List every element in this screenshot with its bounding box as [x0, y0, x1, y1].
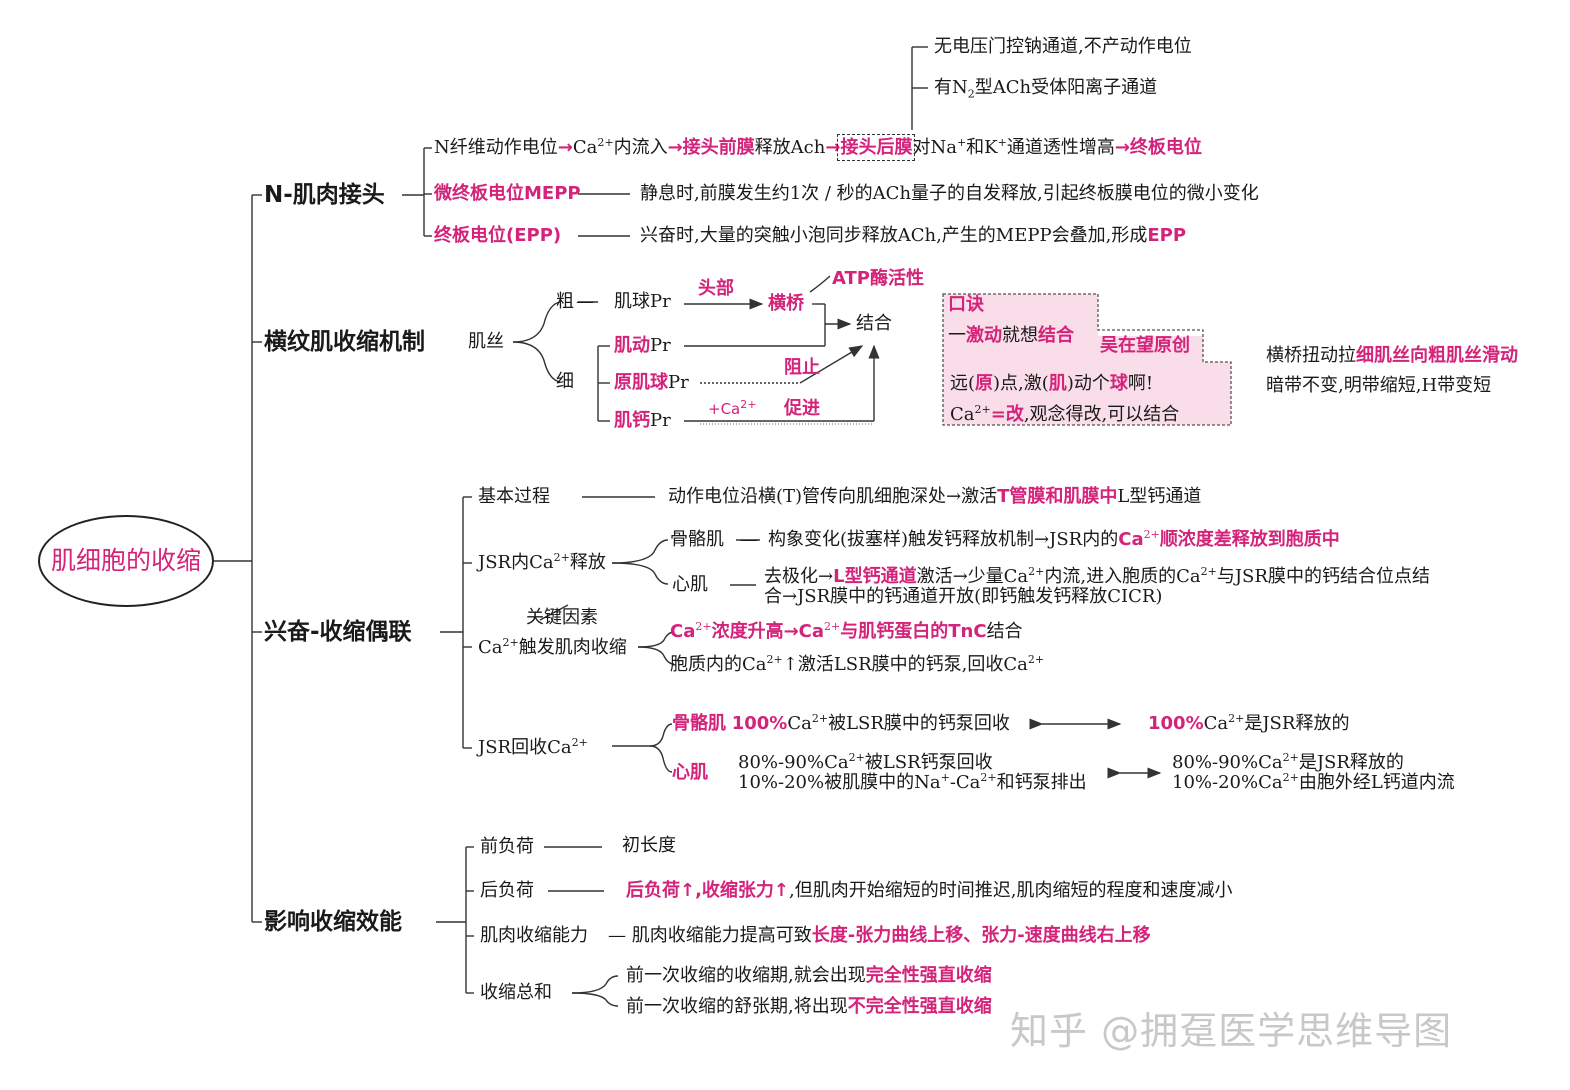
preload-label: 前负荷 [480, 836, 534, 857]
skeletal-recovery-source: 100%Ca2+是JSR释放的 [1148, 712, 1350, 734]
contractility-label: 肌肉收缩能力 [480, 925, 588, 946]
nmj-top-note-2: 有N2型ACh受体阳离子通道 [934, 77, 1158, 101]
calcium-trigger-2: 胞质内的Ca2+↑激活LSR膜中的钙泵,回收Ca2+ [670, 653, 1045, 675]
branch-mechanism[interactable]: 横纹肌收缩机制 [264, 329, 425, 355]
skeletal-leader: — [740, 529, 758, 550]
thick-filament-label: 粗 [556, 291, 574, 312]
summation-desc-1: 前一次收缩的收缩期,就会出现完全性强直收缩 [626, 965, 992, 986]
mnemonic-line-1: 一激动就想结合 [948, 325, 1074, 346]
skeletal-release-desc: 构象变化(拔塞样)触发钙释放机制→JSR内的Ca2+顺浓度差释放到胞质中 [768, 528, 1340, 550]
thin-filament-label: 细 [556, 371, 574, 392]
cardiac-recovery-source-2: 10%-20%Ca2+由胞外经L钙道内流 [1172, 771, 1455, 793]
mnemonic-title: 口诀 [948, 294, 984, 315]
branch-ec-coupling[interactable]: 兴奋-收缩偶联 [264, 619, 412, 645]
jsr-recovery-label: JSR回收Ca2+ [478, 736, 588, 758]
branch-efficiency[interactable]: 影响收缩效能 [264, 909, 402, 935]
cardiac-release-desc-2: 合→JSR膜中的钙通道开放(即钙触发钙释放CICR) [764, 586, 1163, 607]
skeletal-recovery: 骨骼肌 100%Ca2+被LSR膜中的钙泵回收 [672, 712, 1010, 734]
promote-label: 促进 [784, 398, 820, 419]
troponin-label: 肌钙Pr [614, 410, 671, 431]
epp-desc: 兴奋时,大量的突触小泡同步释放ACh,产生的MEPP会叠加,形成EPP [640, 225, 1187, 246]
mnemonic-author: 吴在望原创 [1100, 335, 1190, 356]
cardiac-recovery-2: 10%-20%被肌膜中的Na+-Ca2+和钙泵排出 [738, 771, 1087, 793]
summation-label: 收缩总和 [480, 982, 552, 1003]
postsynaptic-membrane-highlight: 接头后膜 [837, 134, 916, 161]
mnemonic-bg-mid [943, 336, 1203, 362]
preload-desc: 初长度 [622, 835, 676, 856]
mepp-desc: 静息时,前膜发生约1次 / 秒的ACh量子的自发释放,引起终板膜电位的微小变化 [640, 183, 1259, 204]
root-node[interactable]: 肌细胞的收缩 [38, 515, 214, 607]
mnemonic-line-3: 远(原)点,激(肌)动个球啊! [950, 373, 1154, 394]
nmj-top-note-1: 无电压门控钠通道,不产动作电位 [934, 36, 1192, 57]
calcium-trigger-label: Ca2+触发肌肉收缩 [478, 636, 627, 658]
jsr-release-label: JSR内Ca2+释放 [478, 551, 606, 573]
band-note: 暗带不变,明带缩短,H带变短 [1266, 375, 1492, 396]
filament-label: 肌丝 [468, 331, 504, 352]
epp-label: 终板电位(EPP) [434, 225, 562, 246]
calcium-trigger-1: Ca2+浓度升高→Ca2+与肌钙蛋白的TnC结合 [670, 620, 1023, 642]
calcium-plus-label: +Ca2+ [708, 398, 757, 418]
thick-leader: — [576, 291, 594, 312]
sliding-note: 横桥扭动拉细肌丝向粗肌丝滑动 [1266, 345, 1518, 366]
afterload-label: 后负荷 [480, 880, 534, 901]
block-label: 阻止 [784, 357, 820, 378]
basic-process-desc: 动作电位沿横(T)管传向肌细胞深处→激活T管膜和肌膜中L型钙通道 [668, 486, 1202, 507]
mepp-label: 微终板电位MEPP [434, 183, 581, 204]
mnemonic-bg-bottom [943, 362, 1231, 425]
actin-label: 肌动Pr [614, 335, 671, 356]
mnemonic-bg-top [943, 294, 1098, 336]
crossbridge-label: 横桥 [768, 293, 804, 314]
cardiac-recovery-1: 80%-90%Ca2+被LSR钙泵回收 [738, 751, 993, 773]
head-label: 头部 [698, 278, 734, 299]
cardiac-recovery-source-1: 80%-90%Ca2+是JSR释放的 [1172, 751, 1404, 773]
myosin-label: 肌球Pr [614, 291, 671, 312]
atpase-label: ATP酶活性 [832, 268, 925, 289]
cardiac-label: 心肌 [672, 574, 708, 595]
branch-nmj[interactable]: N-肌肉接头 [264, 182, 385, 208]
tropomyosin-label: 原肌球Pr [614, 372, 689, 393]
cardiac-release-desc-1: 去极化→L型钙通道激活→少量Ca2+内流,进入胞质的Ca2+与JSR膜中的钙结合… [764, 565, 1430, 587]
mnemonic-line-4: Ca2+=改,观念得改,可以结合 [950, 403, 1180, 425]
watermark: 知乎 @拥趸医学思维导图 [1010, 1009, 1453, 1053]
nmj-flow: N纤维动作电位→Ca2+内流入→接头前膜释放Ach→接头后膜对Na+和K+通道透… [434, 134, 1202, 161]
afterload-desc: 后负荷↑,收缩张力↑,但肌肉开始缩短的时间推迟,肌肉缩短的程度和速度减小 [626, 880, 1233, 901]
basic-process-label: 基本过程 [478, 486, 550, 507]
cardiac-recovery-label: 心肌 [672, 762, 708, 783]
key-factor-label: 关键因素 [526, 607, 598, 628]
skeletal-label: 骨骼肌 [670, 529, 724, 550]
summation-desc-2: 前一次收缩的舒张期,将出现不完全性强直收缩 [626, 996, 992, 1017]
binding-label: 结合 [856, 313, 892, 334]
contractility-desc: — 肌肉收缩能力提高可致长度-张力曲线上移、张力-速度曲线右上移 [608, 925, 1151, 946]
